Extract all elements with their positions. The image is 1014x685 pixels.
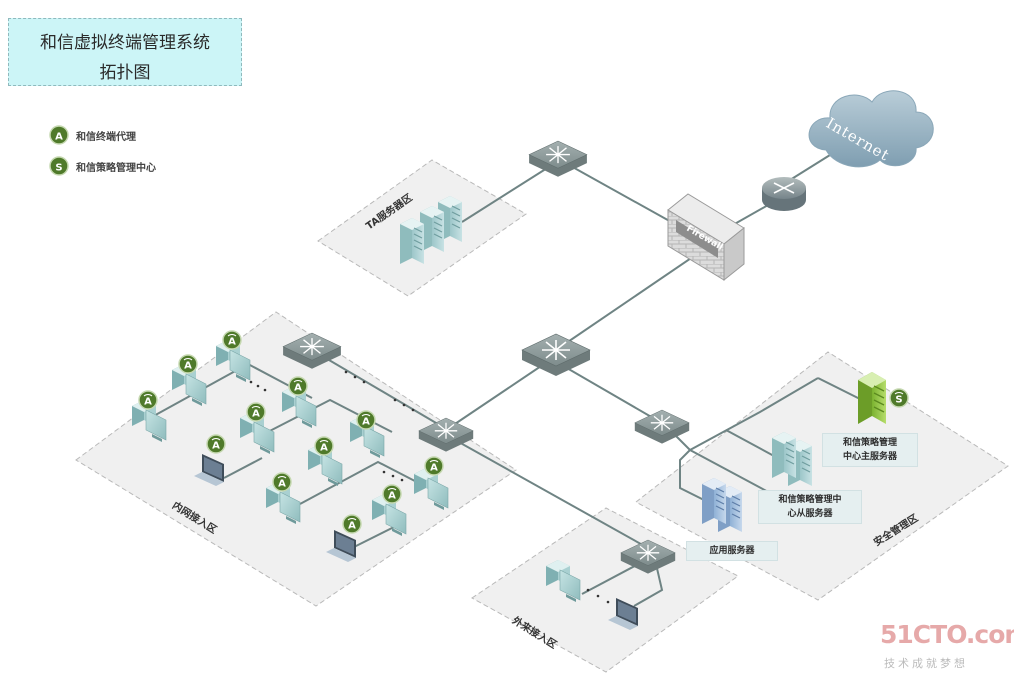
link-core-to-firewall [555, 251, 701, 351]
external-zone-platform [471, 507, 739, 673]
backup-server-caption-line1: 和信策略管理中 [778, 495, 842, 505]
link-external-switch-to-laptop [633, 563, 664, 607]
app-server-caption: 应用服务器 [686, 541, 778, 561]
continuation-dots [249, 370, 610, 604]
svg-text:A: A [55, 132, 63, 143]
main-server-caption-line1: 和信策略管理 [842, 438, 897, 448]
main-server-caption: 和信策略管理 中心主服务器 [822, 433, 918, 467]
firewall-icon [667, 193, 745, 282]
legend-label-policy-center: 和信策略管理中心 [76, 163, 156, 174]
backup-server-caption-line2: 心从服务器 [787, 509, 833, 519]
legend-item-policy-center: S 和信策略管理中心 [48, 155, 156, 177]
link-core-to-security-switch [559, 363, 661, 423]
svg-text:S: S [55, 163, 62, 174]
link-intranet-switch-to-external [447, 435, 649, 549]
watermark-brand: 51CTO.com [880, 620, 1014, 649]
backup-server-caption: 和信策略管理中 心从服务器 [758, 490, 862, 524]
legend-item-agent: A 和信终端代理 [48, 124, 136, 146]
link-server-switch-to-servers [461, 164, 553, 223]
router-icon [762, 177, 806, 211]
link-security-switch-bus [669, 377, 819, 452]
diagram-title: 和信虚拟终端管理系统 [40, 33, 210, 53]
diagram-subtitle: 拓扑图 [99, 63, 151, 83]
legend-label-agent: 和信终端代理 [76, 132, 136, 143]
agent-badge-icon: A [49, 125, 69, 145]
link-top-switch-to-rack [311, 349, 449, 431]
watermark-slogan: 技术成就梦想 [884, 657, 968, 670]
switch-server-zone [528, 140, 588, 178]
internet-cloud [808, 90, 934, 168]
main-server-caption-line2: 中心主服务器 [842, 452, 897, 462]
switch-core [521, 333, 591, 377]
switch-security [634, 409, 690, 445]
link-core-to-intranet [445, 355, 557, 431]
link-security-bus-down [679, 449, 705, 501]
policy-center-badge-icon: S [49, 156, 69, 176]
diagram-title-box: 和信虚拟终端管理系统 拓扑图 [8, 18, 242, 86]
security-zone-platform [635, 351, 1009, 601]
